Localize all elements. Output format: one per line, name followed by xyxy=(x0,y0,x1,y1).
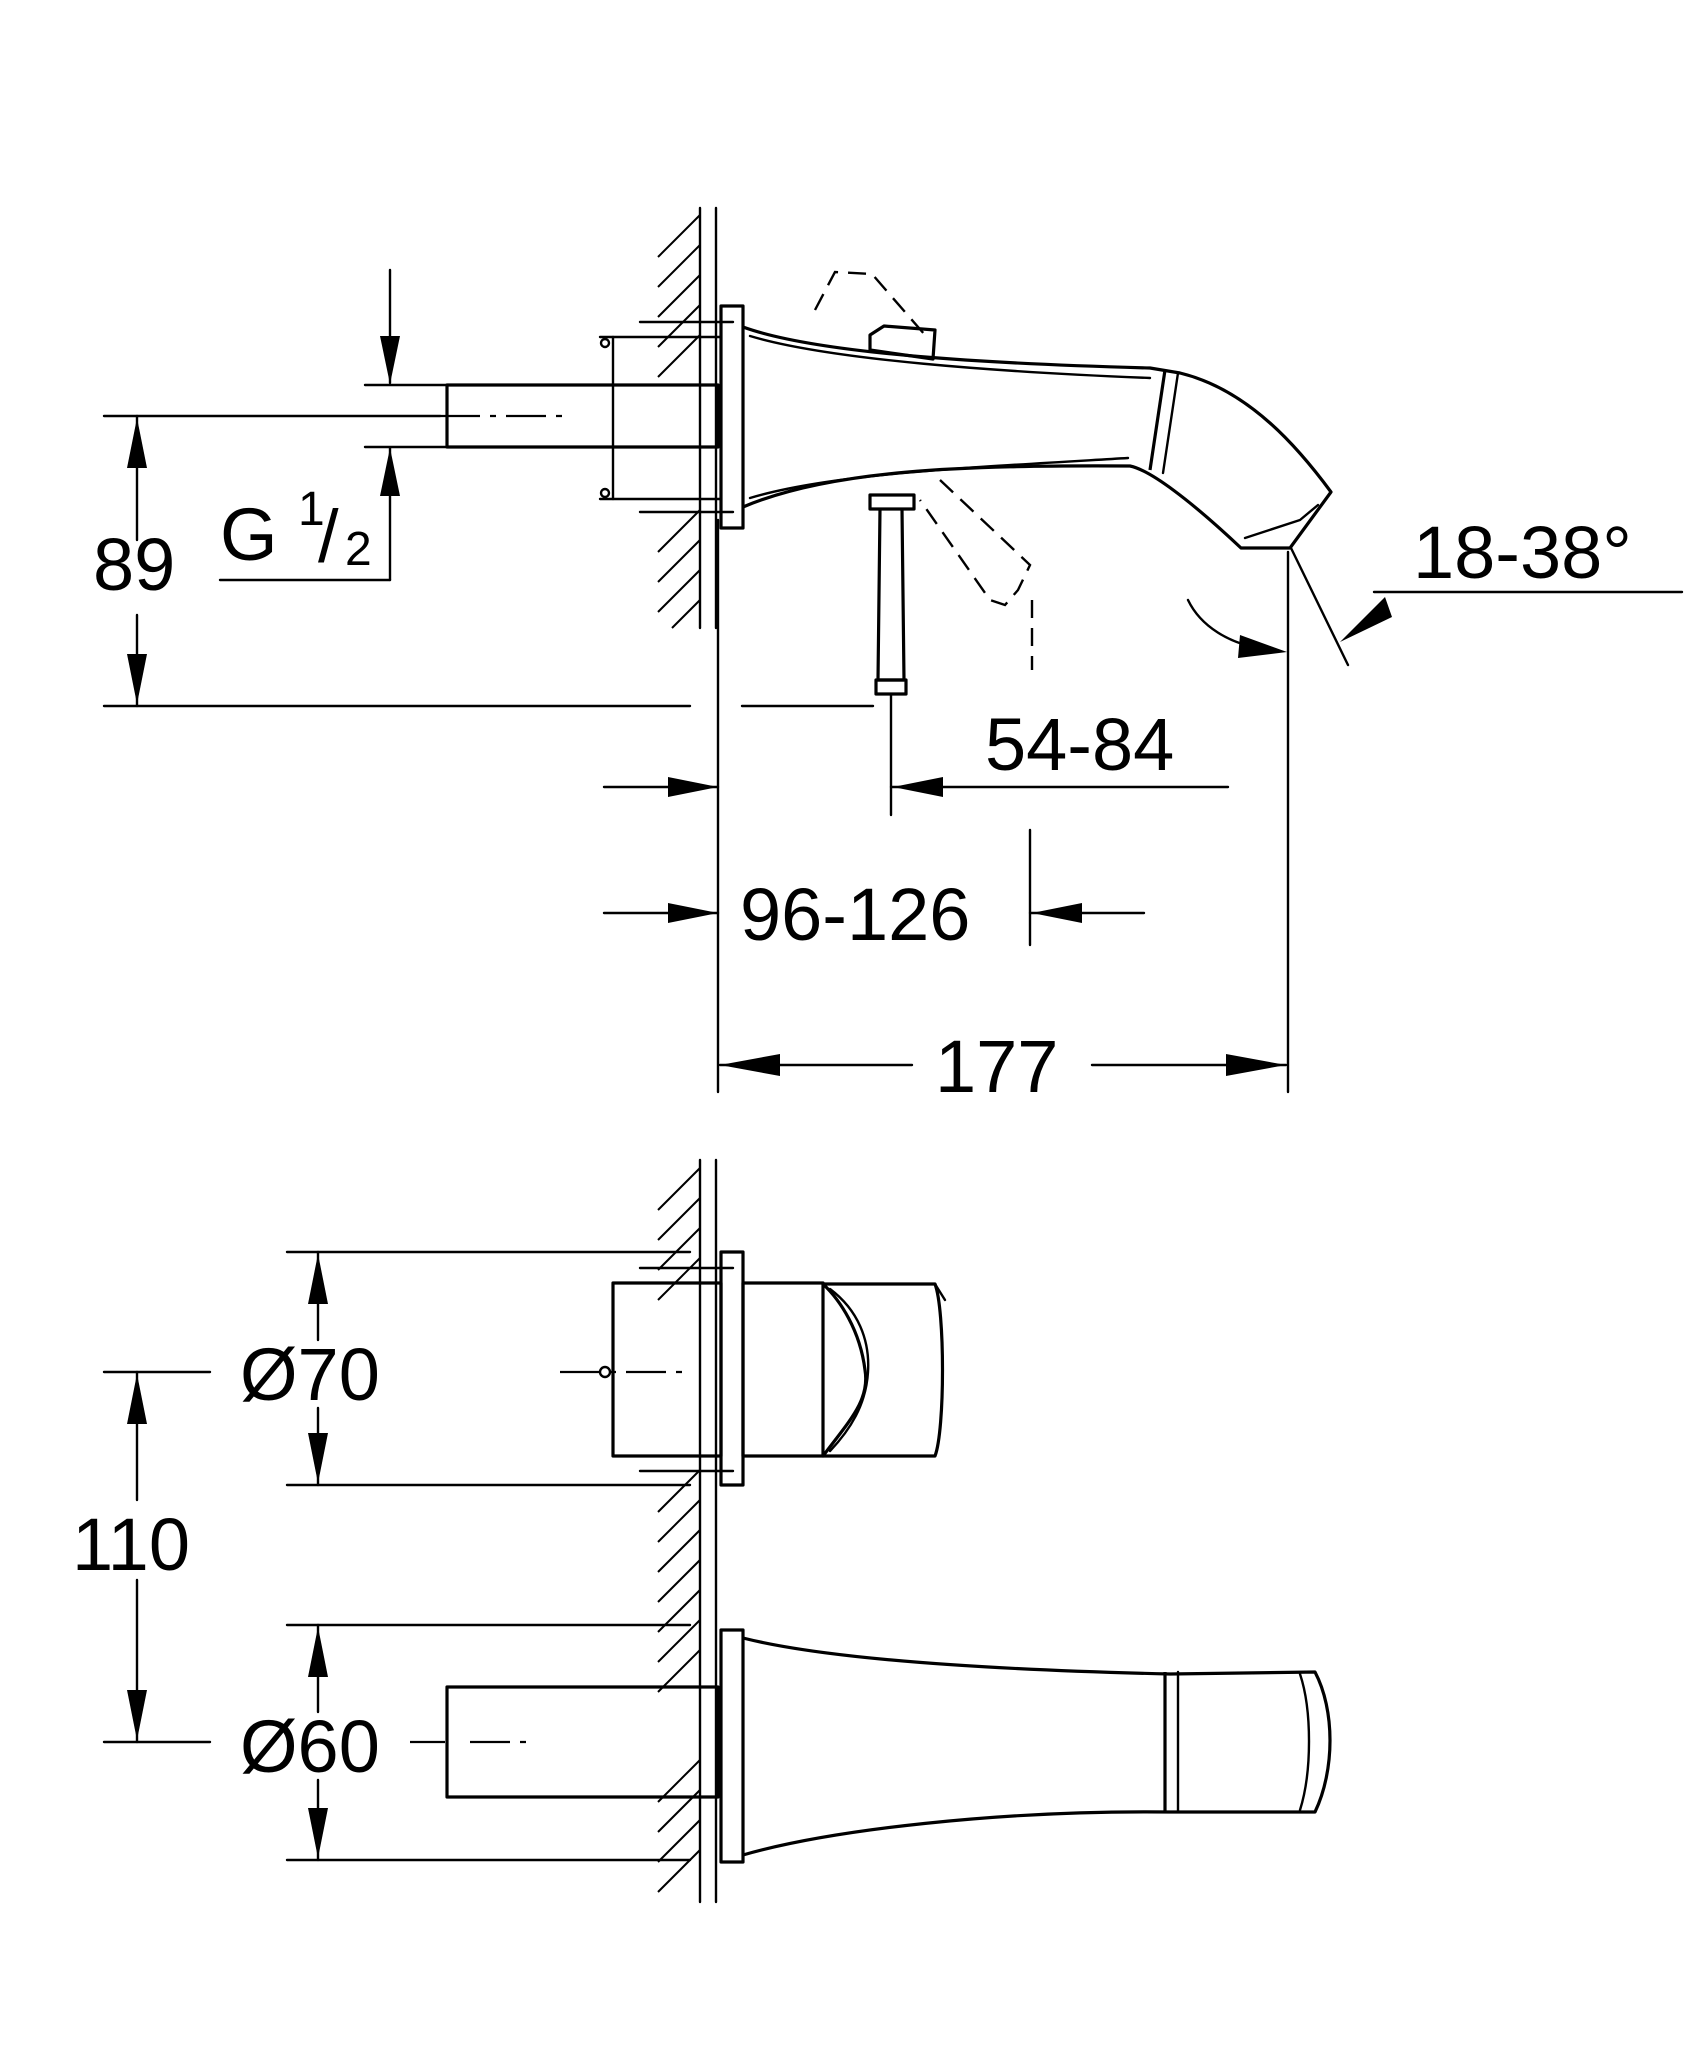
wall-section-lower xyxy=(657,1158,718,1904)
dim-height: 89 xyxy=(93,414,875,708)
dim-thread: G 1 / 2 xyxy=(218,268,449,582)
wall-section-upper xyxy=(657,206,718,630)
dim-angle: 18-38° xyxy=(1186,511,1684,667)
connection-pipe xyxy=(440,383,720,449)
mixer-body-front xyxy=(560,1250,825,1487)
dim-lever-value: 54-84 xyxy=(985,703,1174,786)
lever-handle xyxy=(868,324,937,696)
in-wall-body xyxy=(598,320,735,514)
dim-rosette-lower-value: Ø60 xyxy=(240,1705,380,1788)
side-view: 89 G 1 / 2 18-38° xyxy=(93,206,1684,1108)
dim-spacing: 110 xyxy=(72,1370,212,1744)
lever-alternate-positions xyxy=(813,270,1034,670)
handle-front xyxy=(821,1282,947,1458)
dim-projection: 177 xyxy=(718,550,1290,1108)
dim-rosette-upper-value: Ø70 xyxy=(240,1333,380,1416)
thread-num: 1 xyxy=(298,483,325,536)
dim-wall-range: 96-126 xyxy=(602,518,1146,1094)
rosette-plate xyxy=(719,304,745,530)
thread-slash: / xyxy=(318,495,339,578)
thread-main: G xyxy=(220,493,278,576)
dim-lever: 54-84 xyxy=(602,692,1230,817)
dim-angle-value: 18-38° xyxy=(1413,511,1632,594)
spout-side xyxy=(742,325,1333,550)
dim-spacing-value: 110 xyxy=(72,1503,190,1586)
spout-front xyxy=(445,1628,1332,1864)
front-view: Ø70 110 Ø60 xyxy=(72,1158,1332,1904)
thread-den: 2 xyxy=(345,523,372,576)
dim-wall-range-value: 96-126 xyxy=(740,873,970,956)
dim-rosette-upper: Ø70 xyxy=(240,1250,692,1487)
dim-rosette-lower: Ø60 xyxy=(240,1623,692,1862)
dim-projection-value: 177 xyxy=(935,1025,1058,1108)
dim-height-value: 89 xyxy=(93,523,175,606)
